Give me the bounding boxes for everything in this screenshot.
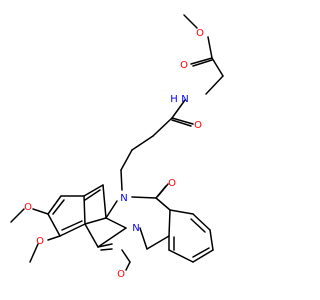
molecule-structure: O O H N O N O N O O O <box>10 14 224 280</box>
atom-label-amide-nh: H <box>170 94 178 105</box>
atom-label-ring-n-upper: N <box>120 193 127 204</box>
atom-label-amide-n: N <box>181 94 188 105</box>
atom-label-ester-o-methyl: O <box>196 28 204 39</box>
atom-label-amide-o: O <box>194 120 202 131</box>
atom-label-ketone-o: O <box>117 269 125 280</box>
atom-label-ring-n-lower: N <box>132 223 139 234</box>
atom-label-methoxy-o-upper: O <box>24 202 32 213</box>
atom-labels: O O H N O N O N O O O <box>24 28 204 280</box>
atom-label-ring-o-upper: O <box>168 178 176 189</box>
bond-skeleton <box>10 14 224 271</box>
atom-label-ester-o-carbonyl: O <box>180 60 188 71</box>
atom-label-methoxy-o-lower: O <box>36 236 44 247</box>
